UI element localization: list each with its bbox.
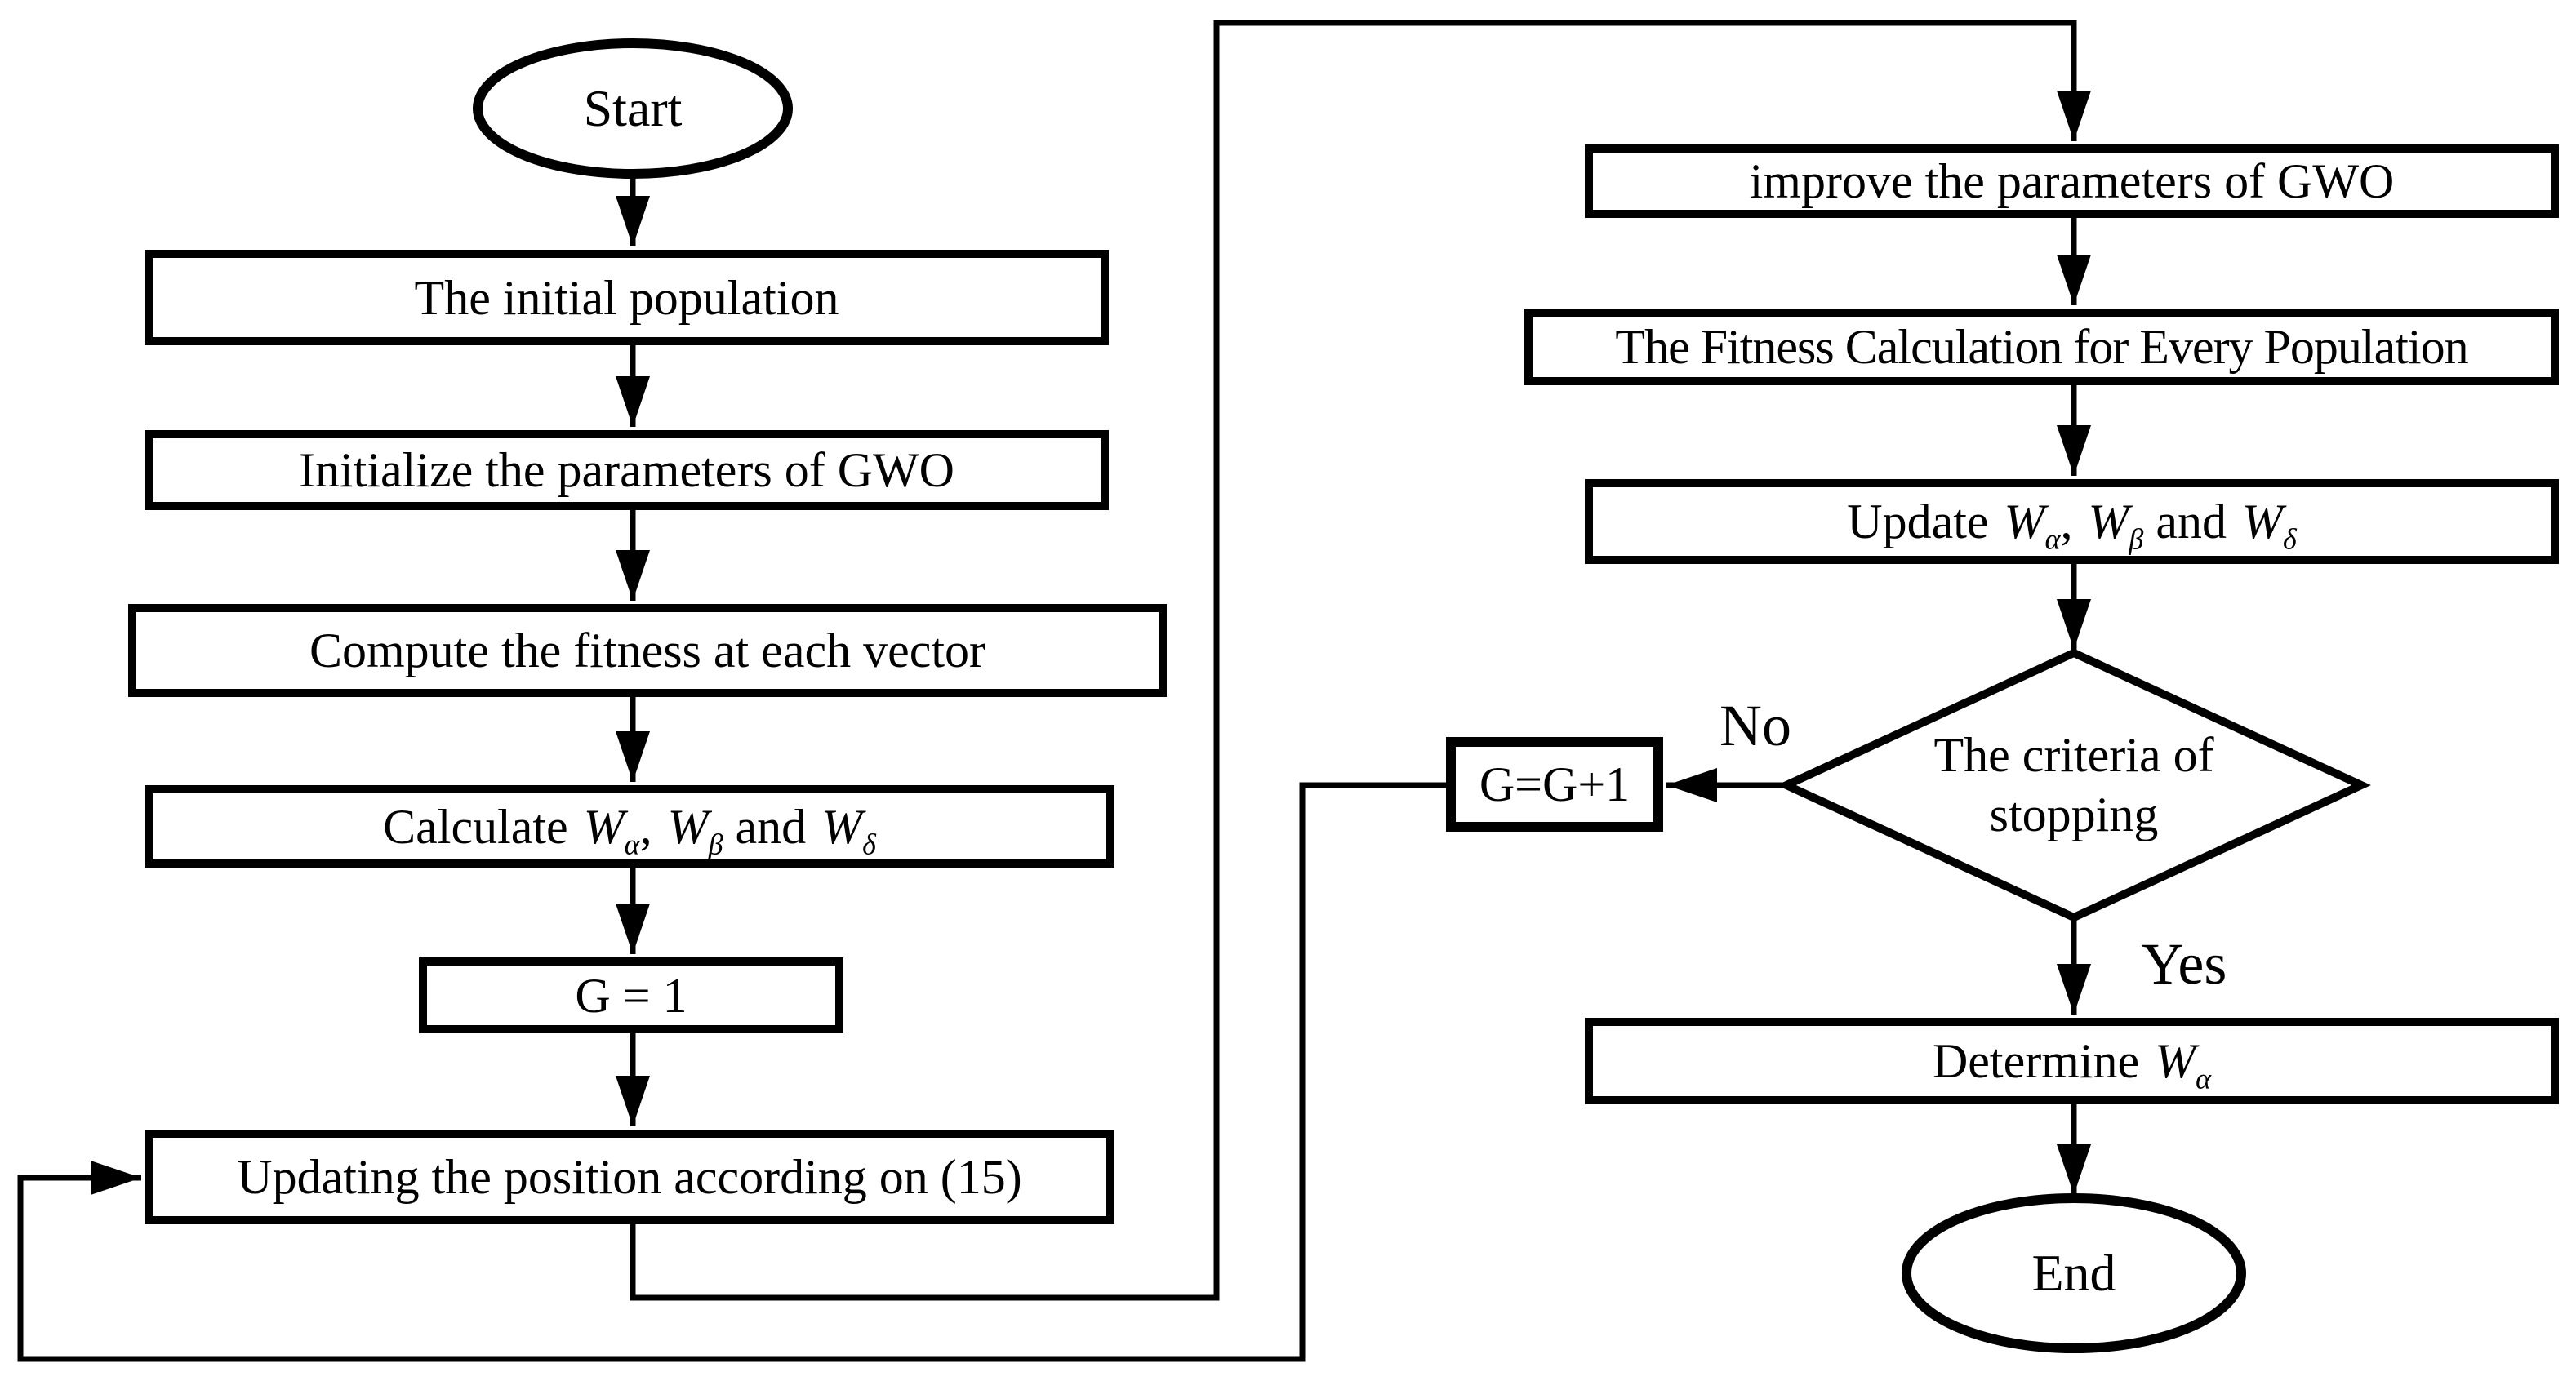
node-initialize-parameters: Initialize the parameters of GWO <box>145 430 1109 510</box>
node-updating-position: Updating the position according on (15) <box>145 1130 1114 1224</box>
node-calculate-w: Calculate Wα, Wβ and Wδ <box>145 785 1114 868</box>
node-compute-fitness: Compute the fitness at each vector <box>128 604 1167 697</box>
node-improve-parameters-label: improve the parameters of GWO <box>1749 154 2395 208</box>
node-updating-position-label: Updating the position according on (15) <box>237 1150 1022 1204</box>
node-stopping-criteria-label: The criteria of stopping <box>1829 712 2319 859</box>
node-fitness-calculation-label: The Fitness Calculation for Every Popula… <box>1615 320 2468 374</box>
node-stopping-criteria-line2: stopping <box>1989 788 2159 841</box>
node-determine-w-label: Determine Wα <box>1932 1034 2212 1095</box>
edge-label-no: No <box>1720 693 1791 759</box>
edge-g-increment-to-updating-position-loop <box>17 782 1446 1362</box>
node-initialize-parameters-label: Initialize the parameters of GWO <box>299 443 954 497</box>
node-fitness-calculation: The Fitness Calculation for Every Popula… <box>1524 309 2559 385</box>
node-g-increment: G=G+1 <box>1446 737 1663 832</box>
end-terminator-shape <box>1902 1193 2246 1353</box>
node-end-label: End <box>2031 1243 2116 1302</box>
edge-updating-position-to-improve-parameters <box>630 20 2091 1301</box>
node-g-init-label: G = 1 <box>575 968 687 1023</box>
node-calculate-w-label: Calculate Wα, Wβ and Wδ <box>383 799 876 861</box>
edge-label-yes: Yes <box>2141 931 2227 997</box>
node-update-w: Update Wα, Wβ and Wδ <box>1585 479 2559 564</box>
node-start-label: Start <box>583 78 683 137</box>
node-initial-population: The initial population <box>145 250 1109 345</box>
node-g-init: G = 1 <box>419 957 843 1033</box>
node-initial-population-label: The initial population <box>414 270 839 325</box>
node-compute-fitness-label: Compute the fitness at each vector <box>309 624 986 677</box>
node-determine-w: Determine Wα <box>1585 1018 2559 1104</box>
node-stopping-criteria-line1: The criteria of <box>1933 727 2214 782</box>
node-update-w-label: Update Wα, Wβ and Wδ <box>1847 495 2297 556</box>
node-improve-parameters: improve the parameters of GWO <box>1585 144 2559 218</box>
node-g-increment-label: G=G+1 <box>1479 757 1631 811</box>
